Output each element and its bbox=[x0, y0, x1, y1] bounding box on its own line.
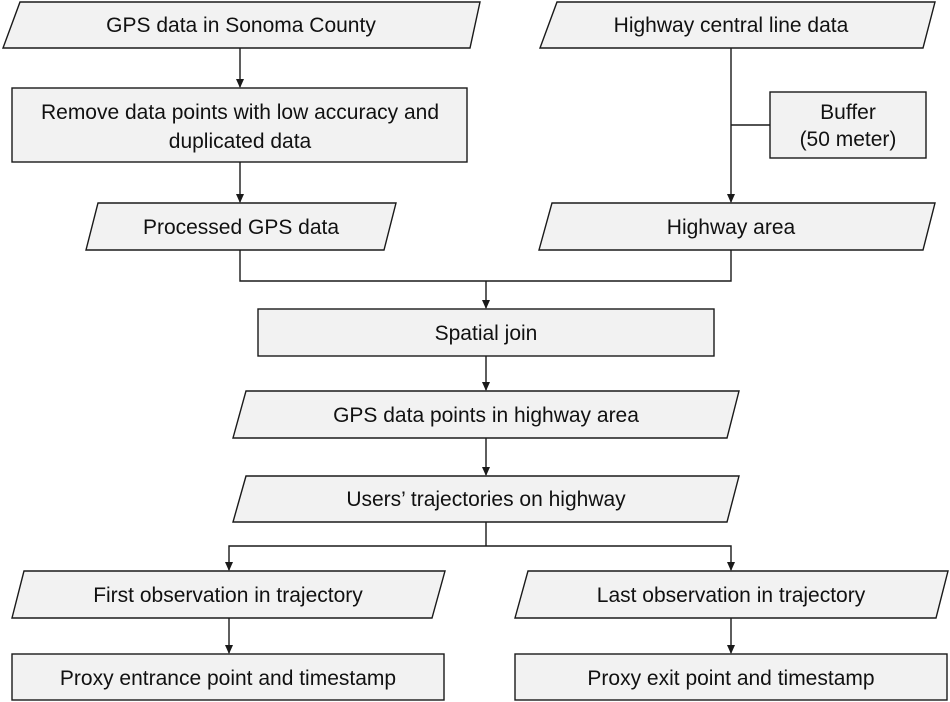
proxy-exit-label: Proxy exit point and timestamp bbox=[587, 667, 874, 690]
remove-low-accuracy-node: Remove data points with low accuracy and… bbox=[11, 87, 468, 163]
spatial-join-node: Spatial join bbox=[257, 308, 715, 357]
gps-sonoma-node: GPS data in Sonoma County bbox=[1, 1, 481, 49]
proxy-entrance-node: Proxy entrance point and timestamp bbox=[11, 653, 445, 701]
gps-in-highway-label: GPS data points in highway area bbox=[333, 404, 639, 427]
buffer-node: Buffer (50 meter) bbox=[769, 91, 927, 159]
buffer-label-line2: (50 meter) bbox=[800, 128, 897, 151]
gps-in-highway-node: GPS data points in highway area bbox=[232, 390, 740, 439]
first-observation-node: First observation in trajectory bbox=[11, 570, 446, 619]
highway-area-node: Highway area bbox=[538, 202, 936, 251]
user-trajectories-node: Users’ trajectories on highway bbox=[232, 475, 740, 523]
edge-split-to-first bbox=[225, 545, 486, 571]
proxy-exit-node: Proxy exit point and timestamp bbox=[514, 653, 948, 701]
remove-low-accuracy-label-line1: Remove data points with low accuracy and bbox=[41, 101, 439, 124]
highway-central-label: Highway central line data bbox=[614, 14, 849, 37]
last-observation-node: Last observation in trajectory bbox=[514, 570, 949, 619]
spatial-join-label: Spatial join bbox=[435, 322, 538, 345]
first-observation-label: First observation in trajectory bbox=[93, 584, 363, 607]
gps-sonoma-label: GPS data in Sonoma County bbox=[106, 14, 376, 37]
user-trajectories-label: Users’ trajectories on highway bbox=[346, 488, 626, 511]
highway-area-label: Highway area bbox=[667, 216, 796, 239]
edge-merge-to-spatial-join bbox=[239, 250, 732, 282]
remove-low-accuracy-label-line2: duplicated data bbox=[169, 130, 312, 153]
proxy-entrance-label: Proxy entrance point and timestamp bbox=[60, 667, 396, 690]
processed-gps-node: Processed GPS data bbox=[85, 202, 397, 251]
edge-split-to-last bbox=[486, 545, 735, 571]
last-observation-label: Last observation in trajectory bbox=[597, 584, 866, 607]
buffer-label-line1: Buffer bbox=[820, 101, 876, 124]
highway-central-node: Highway central line data bbox=[538, 1, 936, 49]
processed-gps-label: Processed GPS data bbox=[143, 216, 339, 239]
